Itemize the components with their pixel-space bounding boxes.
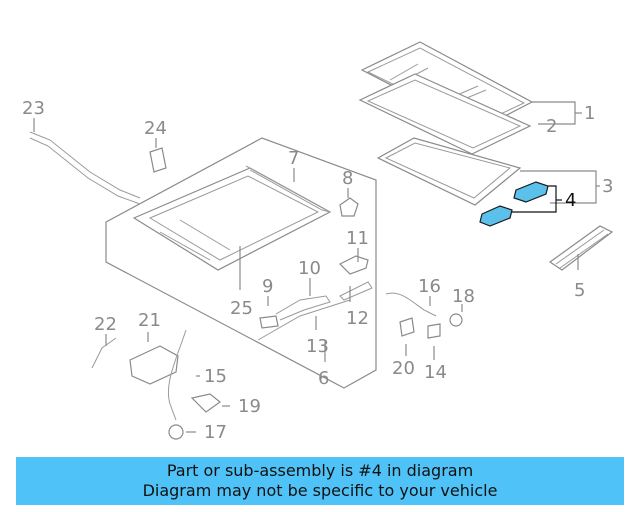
small-parts [29,131,463,440]
housing-assembly-part [105,137,377,389]
part-4-upper-piece [513,181,549,203]
glass-frame-part [358,73,532,155]
callout-22: 22 [94,314,117,335]
callout-15: 15 [204,366,227,387]
callout-1: 1 [584,103,595,124]
callout-4: 4 [565,190,576,211]
callout-7: 7 [288,148,299,169]
callout-18: 18 [452,286,475,307]
callout-9: 9 [262,276,273,297]
part-4-highlight [479,181,549,227]
callout-19: 19 [238,396,261,417]
callout-21: 21 [138,310,161,331]
part-4-lower-piece [479,205,513,227]
callout-6: 6 [318,368,329,389]
guide-rail-part [548,225,614,271]
callout-23: 23 [22,98,45,119]
callout-16: 16 [418,276,441,297]
callout-2: 2 [546,116,557,137]
callout-3: 3 [602,176,613,197]
callout-5: 5 [574,280,585,301]
info-banner: Part or sub-assembly is #4 in diagram Di… [16,457,624,505]
banner-line-1: Part or sub-assembly is #4 in diagram [166,461,474,480]
parts-diagram: 1 2 3 4 5 6 7 8 9 10 11 12 13 14 15 16 1… [22,41,614,443]
callout-24: 24 [144,118,167,139]
callout-8: 8 [342,168,353,189]
callout-10: 10 [298,258,321,279]
callout-12: 12 [346,308,369,329]
leader-lines [33,101,600,433]
callout-25: 25 [230,298,253,319]
banner-line-2: Diagram may not be specific to your vehi… [142,481,498,500]
callout-11: 11 [346,228,369,249]
callout-13: 13 [306,336,329,357]
sunshade-frame-part [376,137,522,206]
callout-20: 20 [392,358,415,379]
callout-14: 14 [424,362,447,383]
callout-17: 17 [204,422,227,443]
